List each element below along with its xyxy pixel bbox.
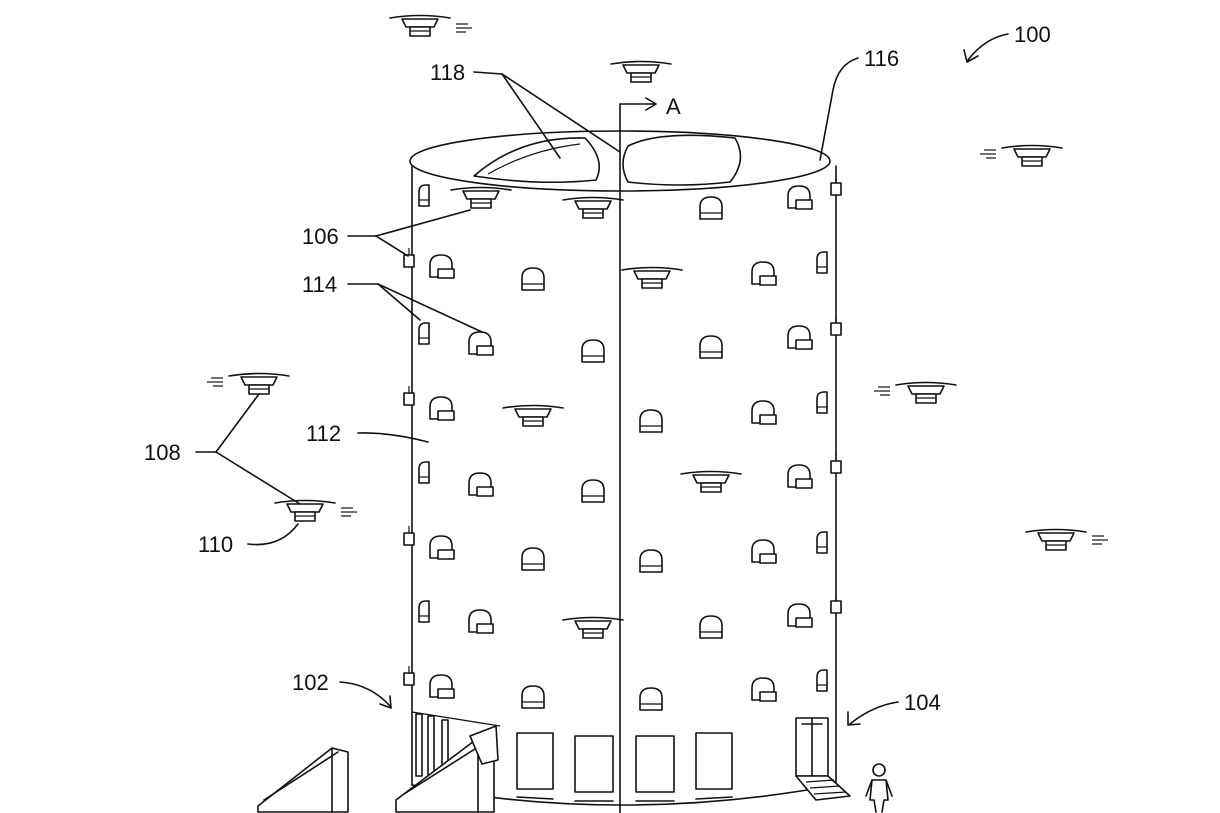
ref-106: 106 [302,224,339,249]
uav [206,372,290,395]
uav [621,266,683,289]
uav [873,381,957,404]
uav [562,616,624,639]
reference-numerals: 100 116 118 106 114 112 108 110 102 104 [144,22,1051,715]
loading-door [516,732,554,790]
roof-dome-left [473,137,600,184]
uav [562,196,624,219]
uav [274,499,358,522]
ref-112: 112 [306,421,341,446]
uav [680,470,742,493]
ref-118: 118 [430,60,465,85]
delivery-truck [395,725,499,813]
uav-fleet [206,14,1109,639]
person-figure [865,763,893,813]
storage-bays [418,184,828,711]
ref-102: 102 [292,670,329,695]
uav [502,404,564,427]
ref-114: 114 [302,272,337,297]
uav [389,14,473,37]
loading-door [635,735,675,793]
ref-104: 104 [904,690,941,715]
loading-door [574,735,614,793]
ref-108: 108 [144,440,181,465]
ref-116: 116 [864,46,899,71]
section-line-a: A [619,94,681,192]
uav [1025,528,1109,551]
leader-lines [195,33,1009,726]
fulfillment-center-tower [409,130,837,813]
uav [610,60,672,83]
uav [450,186,512,209]
uav [979,144,1063,167]
edge-landing-posts [403,175,842,686]
delivery-truck [257,747,349,813]
loading-door [695,732,733,790]
section-label: A [666,94,681,119]
ground-level [411,711,733,802]
ref-110: 110 [198,532,233,557]
roof-dome-right [622,134,742,186]
ref-100: 100 [1014,22,1051,47]
entry-door [795,717,851,801]
